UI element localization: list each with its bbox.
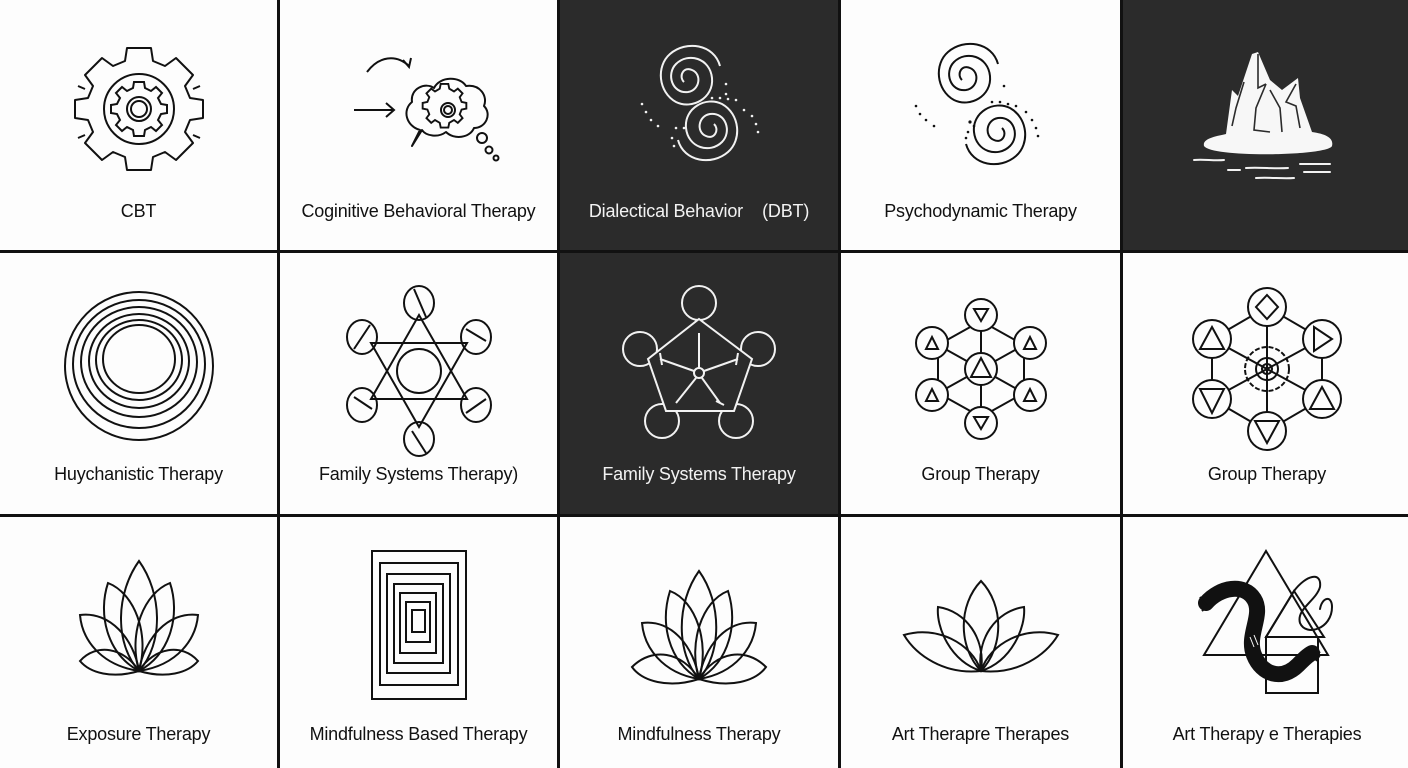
tile-exposure-therapy[interactable]: Exposure Therapy	[0, 517, 277, 768]
tile-label: Coginitive Behavioral Therapy	[301, 201, 536, 221]
tile-label: Art Therapre Therapes	[891, 724, 1070, 744]
thought-bubble-gear-icon	[353, 57, 499, 162]
tile-label: Huychanistic Therapy	[54, 464, 223, 484]
iceberg-icon	[1193, 52, 1333, 180]
double-spiral-icon	[914, 43, 1039, 166]
brushstroke-triangle-icon	[1198, 549, 1334, 694]
lotus-icon	[630, 569, 768, 685]
tile-label: Family Systems Therapy	[602, 464, 796, 484]
hexagon-shapes-network-icon	[1192, 287, 1342, 451]
tile-family-systems-therapy-hexagram[interactable]: Family Systems Therapy)	[280, 253, 557, 514]
tile-mindfulness-therapy[interactable]: Mindfulness Therapy	[560, 517, 838, 768]
double-spiral-icon	[640, 45, 760, 161]
tile-label: Art Therapy e Therapies	[1172, 724, 1362, 744]
gear-icon	[73, 47, 204, 171]
tile-label: Group Therapy	[921, 464, 1040, 484]
tile-group-therapy-shapes[interactable]: Group Therapy	[1123, 253, 1408, 514]
tile-humanistic-therapy[interactable]: Huychanistic Therapy	[0, 253, 277, 514]
tile-label: Mindfulness Therapy	[617, 724, 781, 744]
tile-label: Exposure Therapy	[66, 724, 211, 744]
tile-iceberg[interactable]	[1123, 0, 1408, 250]
concentric-squares-icon	[370, 550, 467, 700]
tile-cbt[interactable]: CBT	[0, 0, 277, 250]
lotus-icon	[78, 559, 199, 676]
tile-family-systems-therapy-pentagon[interactable]: Family Systems Therapy	[560, 253, 838, 514]
tile-group-therapy-triangles[interactable]: Group Therapy	[841, 253, 1120, 514]
tile-psychodynamic-therapy[interactable]: Psychodynamic Therapy	[841, 0, 1120, 250]
tile-label: Dialectical Behavior (DBT)	[588, 201, 810, 221]
tile-cognitive-behavioral-therapy[interactable]: Coginitive Behavioral Therapy	[280, 0, 557, 250]
tile-label: Mindfulness Based Therapy	[309, 724, 528, 744]
tile-label: Family Systems Therapy)	[318, 464, 519, 484]
tile-label: CBT	[120, 201, 157, 221]
tile-art-therapy-brushstroke[interactable]: Art Therapy e Therapies	[1123, 517, 1408, 768]
hexagon-triangles-network-icon	[914, 298, 1047, 440]
tile-art-therapy-lotus[interactable]: Art Therapre Therapes	[841, 517, 1120, 768]
tile-dialectical-behavior-therapy[interactable]: Dialectical Behavior (DBT)	[560, 0, 838, 250]
pentagon-network-icon	[622, 285, 776, 439]
tile-label: Psychodynamic Therapy	[884, 201, 1077, 221]
tile-label: Group Therapy	[1207, 464, 1327, 484]
hexagram-network-icon	[345, 285, 492, 457]
tile-mindfulness-based-therapy[interactable]: Mindfulness Based Therapy	[280, 517, 557, 768]
lotus-wide-icon	[901, 579, 1060, 673]
concentric-circles-icon	[63, 291, 214, 441]
